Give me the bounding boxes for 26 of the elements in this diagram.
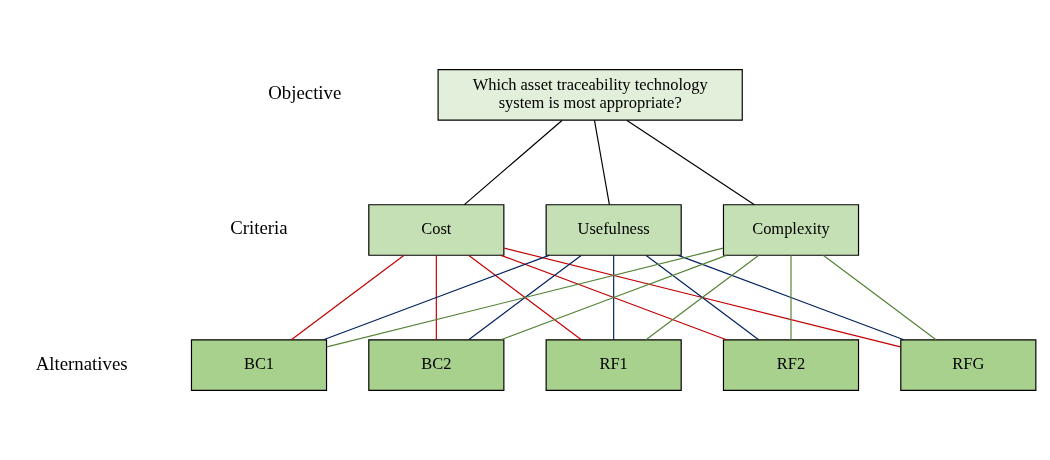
node-box: Usefulness xyxy=(545,204,682,256)
connector xyxy=(677,254,905,341)
connector xyxy=(645,254,760,341)
node-box: Which asset traceability technology system is most appropriate? xyxy=(437,69,743,121)
label: Alternatives xyxy=(35,352,128,374)
connector xyxy=(790,254,792,341)
node-box: Complexity xyxy=(722,204,860,256)
connector xyxy=(326,247,724,348)
node-box: BC1 xyxy=(190,339,328,391)
node-box: RF1 xyxy=(545,339,682,391)
connector xyxy=(290,254,405,341)
label: Objective xyxy=(268,82,342,104)
connector xyxy=(463,119,563,206)
label: Criteria xyxy=(230,217,288,239)
node-box: RF2 xyxy=(722,339,860,391)
connector xyxy=(322,254,550,341)
node-box: Cost xyxy=(368,204,505,256)
node-box: RFG xyxy=(900,339,1037,391)
connector xyxy=(822,254,937,341)
connector xyxy=(468,254,582,341)
connector xyxy=(435,254,437,341)
connector xyxy=(626,119,755,206)
connector xyxy=(503,247,901,348)
node-box: BC2 xyxy=(368,339,505,391)
connector xyxy=(593,119,610,206)
connector xyxy=(613,254,615,341)
